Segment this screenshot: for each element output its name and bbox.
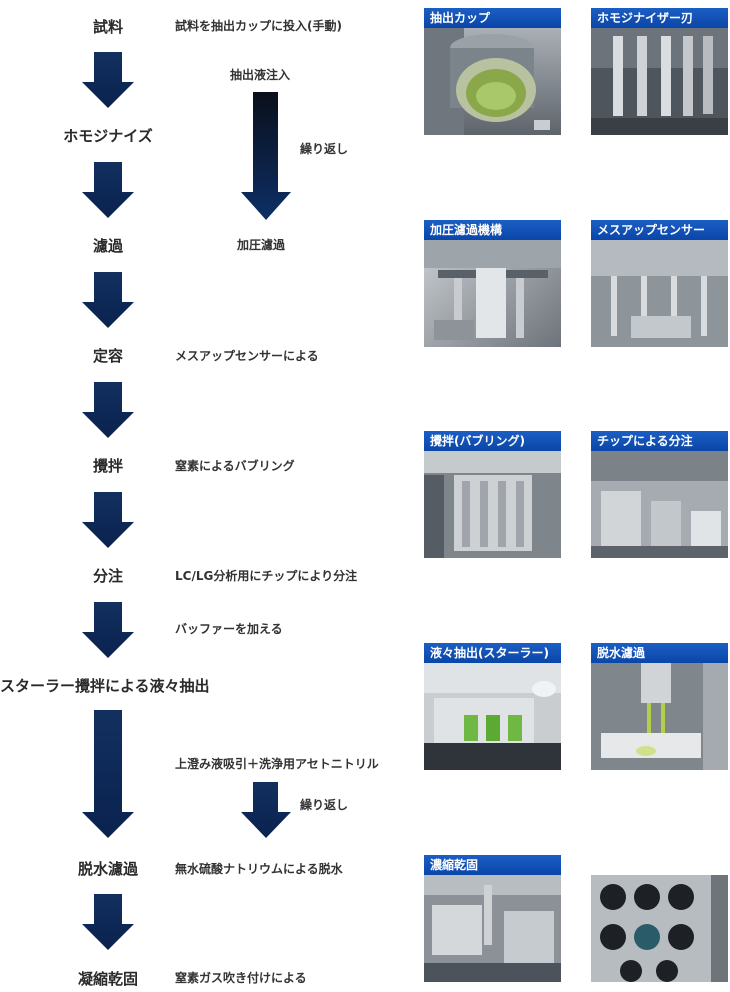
note-buffer: バッファーを加える [175, 622, 283, 636]
step-volume: 定容 [92, 347, 124, 365]
flow-arrow-1 [82, 52, 134, 108]
tip-dispense-image [591, 431, 728, 558]
note-pressure-filter: 加圧濾過 [237, 238, 286, 252]
photo-tip-dispense: チップによる分注 [591, 431, 728, 558]
concentration-vials-image [591, 875, 728, 982]
photo-concentration-vials [591, 875, 728, 982]
note-nitrogen: 窒素ガス吹き付けによる [175, 971, 307, 985]
note-volume: メスアップセンサーによる [175, 349, 319, 363]
flow-arrow-3 [82, 272, 134, 328]
flow-arrow-4 [82, 382, 134, 438]
flow-arrow-5 [82, 492, 134, 548]
repeat-arrow-1 [241, 92, 291, 220]
photo-pressure-filter: 加圧濾過機構 [424, 220, 561, 347]
note-extract-inject: 抽出液注入 [230, 68, 291, 82]
step-dehydration: 脱水濾過 [77, 860, 139, 878]
pressure-filter-image [424, 220, 561, 347]
photo-bubbling: 攪拌(バブリング) [424, 431, 561, 558]
flow-arrow-8 [82, 894, 134, 950]
step-filtration: 濾過 [92, 237, 124, 255]
extraction-cup-image [424, 8, 561, 135]
volume-sensor-image [591, 220, 728, 347]
bubbling-image [424, 431, 561, 558]
note-dispense: LC/LG分析用にチップにより分注 [175, 569, 358, 583]
flow-arrow-7 [82, 710, 134, 838]
note-sample: 試料を抽出カップに投入(手動) [175, 19, 342, 33]
photo-homogenizer-blade: ホモジナイザー刃 [591, 8, 728, 135]
note-repeat-2: 繰り返し [300, 798, 349, 812]
homogenizer-blade-image [591, 8, 728, 135]
note-repeat-1: 繰り返し [300, 142, 349, 156]
concentration-image [424, 855, 561, 982]
repeat-arrow-2 [241, 782, 291, 838]
step-dispense: 分注 [92, 567, 124, 585]
step-liquid-extraction: スターラー攪拌による液々抽出 [0, 677, 210, 695]
dehydration-filter-image [591, 643, 728, 770]
note-supernatant: 上澄み液吸引＋洗浄用アセトニトリル [175, 757, 379, 771]
photo-concentration: 濃縮乾固 [424, 855, 561, 982]
photo-volume-sensor: メスアップセンサー [591, 220, 728, 347]
flow-arrow-2 [82, 162, 134, 218]
step-concentration: 凝縮乾固 [77, 970, 139, 988]
liquid-extraction-image [424, 643, 561, 770]
photo-extraction-cup: 抽出カップ [424, 8, 561, 135]
step-stir: 攪拌 [92, 457, 124, 475]
photo-dehydration-filter: 脱水濾過 [591, 643, 728, 770]
flow-arrow-6 [82, 602, 134, 658]
step-sample: 試料 [92, 18, 124, 36]
photo-liquid-extraction: 液々抽出(スターラー) [424, 643, 561, 770]
note-bubbling: 窒素によるバブリング [175, 459, 295, 473]
step-homogenize: ホモジナイズ [63, 127, 153, 145]
note-dehydration: 無水硫酸ナトリウムによる脱水 [175, 862, 343, 876]
